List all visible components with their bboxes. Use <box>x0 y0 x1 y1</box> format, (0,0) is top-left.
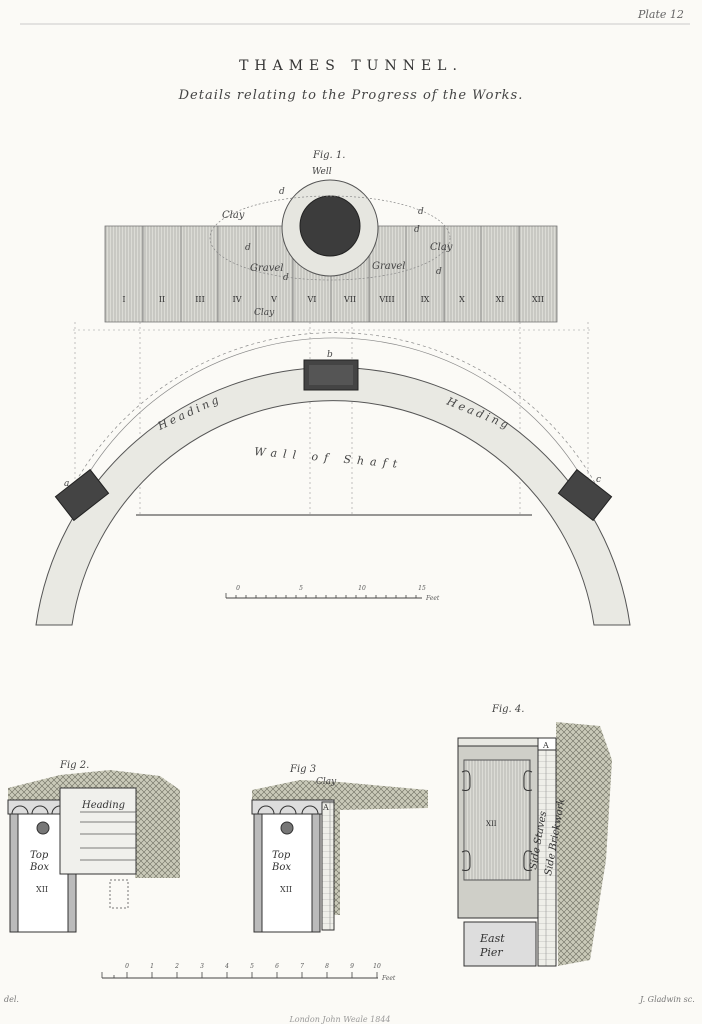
scale-tick: 4 <box>224 963 229 970</box>
fig1-plan <box>73 179 590 515</box>
scale-tick: 2 <box>174 963 179 970</box>
point-c: c <box>596 475 601 485</box>
scale-tick: 6 <box>275 963 279 970</box>
scale-tick: 1 <box>150 963 154 970</box>
wall-of-shaft-label: Wall of Shaft <box>254 445 404 471</box>
frame-label: IX <box>421 295 430 304</box>
frame-label: I <box>122 295 125 304</box>
clay-label-left: Clay <box>222 210 245 221</box>
plate-number: Plate 12 <box>638 8 684 21</box>
well-label: Well <box>312 167 332 177</box>
frame-label: V <box>270 295 277 304</box>
scale-tick: 3 <box>200 963 204 970</box>
fig4-point-a: A <box>542 741 549 750</box>
scale-unit: Feet <box>425 595 440 602</box>
frame-label: VI <box>307 295 317 304</box>
point-d-2: d <box>418 207 424 217</box>
fig2-label: Fig 2. <box>59 760 89 771</box>
fig2-drawing <box>7 770 180 933</box>
frame-label: XII <box>532 295 544 304</box>
fig3-box-label: Box <box>271 862 291 873</box>
fig3-top-label: Top <box>272 850 291 861</box>
point-d-6: d <box>436 267 442 277</box>
point-b: b <box>327 350 333 360</box>
point-d-3: d <box>245 243 251 253</box>
scale-tick: 0 <box>125 963 129 970</box>
frame-label: II <box>159 295 165 304</box>
frame-label: VIII <box>378 295 394 304</box>
point-d-1: d <box>279 187 285 197</box>
frame-label: III <box>195 295 204 304</box>
fig2-heading-label: Heading <box>81 800 125 811</box>
fig3-label: Fig 3 <box>289 764 316 775</box>
gravel-label-left: Gravel <box>250 263 284 274</box>
fig3-drawing <box>251 780 428 933</box>
fig1-label: Fig. 1. <box>312 150 345 161</box>
scale-bar-bottom <box>101 972 378 979</box>
fig4-label: Fig. 4. <box>491 704 524 715</box>
fig3-frame-number: XII <box>280 885 292 894</box>
fig3-point-a: A <box>322 803 329 812</box>
footer-left: del. <box>4 995 19 1004</box>
pier-label: Pier <box>479 946 503 959</box>
fig1-shaft <box>35 332 631 626</box>
scale-unit: Feet <box>381 975 396 982</box>
fig3-clay-label: Clay <box>316 777 337 787</box>
frame-label: IV <box>233 295 242 304</box>
frame-label: VII <box>343 295 356 304</box>
fig4-drawing <box>457 722 612 967</box>
page-title: THAMES TUNNEL. <box>239 58 463 74</box>
footer-center: London John Weale 1844 <box>288 1015 390 1024</box>
footer-right: J. Gladwin sc. <box>638 995 695 1004</box>
clay-label-right: Clay <box>430 242 453 253</box>
scale-tick: 10 <box>358 585 366 592</box>
scale-tick: 0 <box>236 585 240 592</box>
point-d-5: d <box>283 273 289 283</box>
frame-label: XI <box>496 295 505 304</box>
scale-bar-top <box>225 593 422 599</box>
clay-label-bottom: Clay <box>254 308 275 318</box>
fig4-frame-number: XII <box>486 820 497 828</box>
scale-tick: 9 <box>350 963 354 970</box>
fig2-top-label: Top <box>30 850 49 861</box>
scale-tick: 5 <box>250 963 254 970</box>
frame-label: X <box>459 295 465 304</box>
page-subtitle: Details relating to the Progress of the … <box>178 88 524 103</box>
fig2-box-label: Box <box>29 862 49 873</box>
point-a: a <box>64 479 69 489</box>
scale-tick: 15 <box>418 585 426 592</box>
gravel-label-right: Gravel <box>372 261 406 272</box>
point-d-4: d <box>414 225 420 235</box>
scale-tick: 10 <box>373 963 381 970</box>
scale-tick: 8 <box>325 963 329 970</box>
east-label: East <box>479 932 505 945</box>
scale-tick: 5 <box>299 585 303 592</box>
fig2-frame-number: XII <box>36 885 48 894</box>
scale-tick: 7 <box>300 963 304 970</box>
